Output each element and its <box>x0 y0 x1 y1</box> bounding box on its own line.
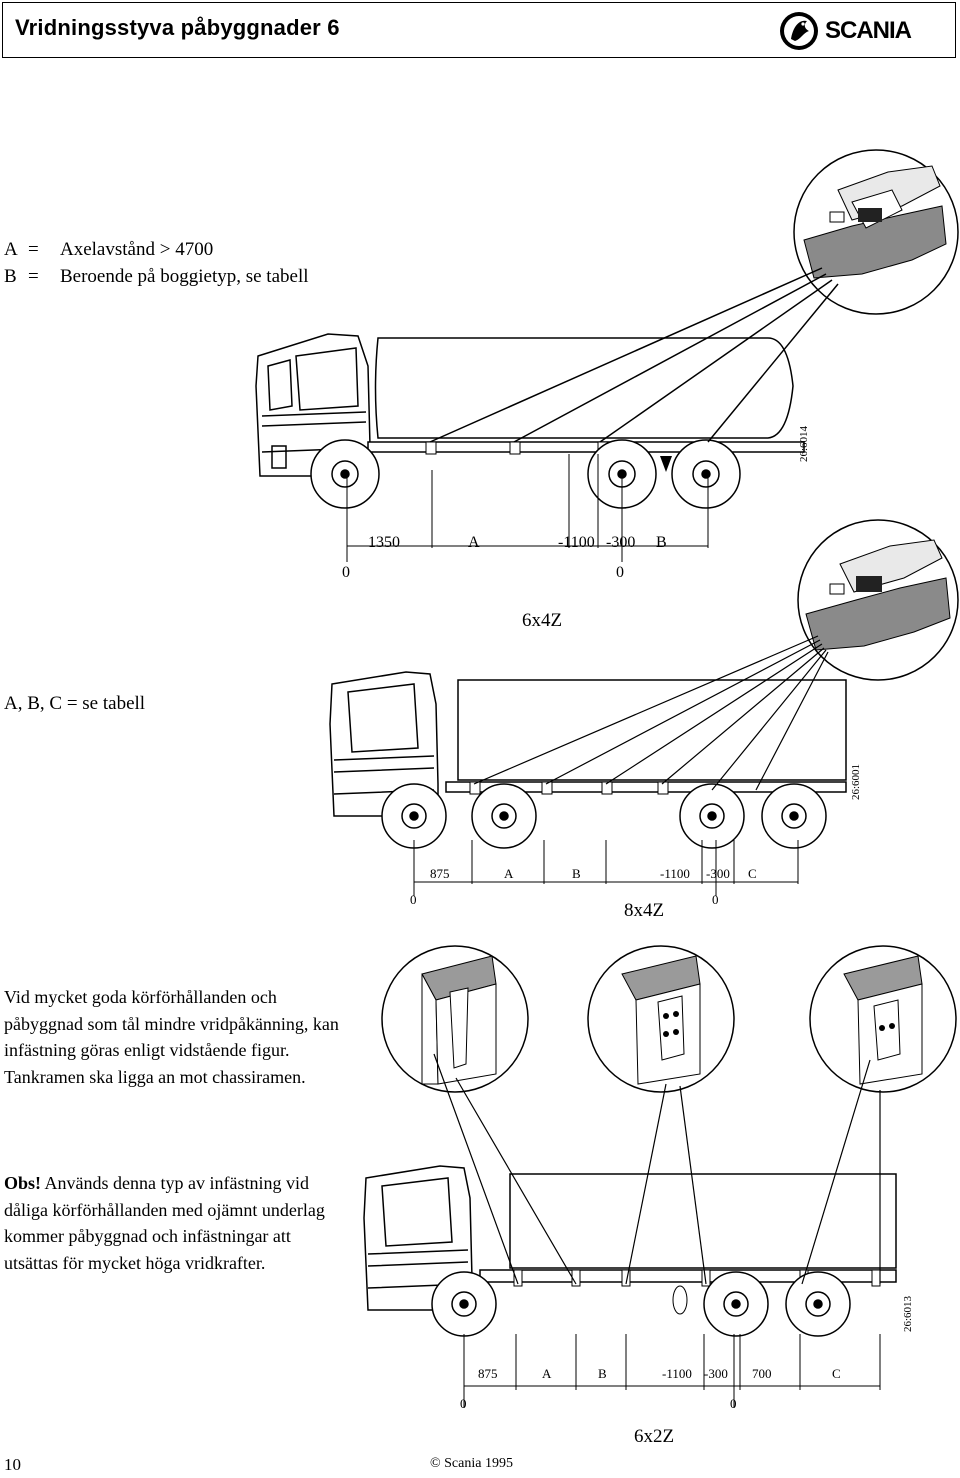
dimension-zero: 0 <box>712 892 719 907</box>
page-header: Vridningsstyva påbyggnader 6 SCANIA <box>2 2 956 58</box>
dimension-label: A <box>504 866 514 881</box>
dimension-zero: 0 <box>460 1396 467 1411</box>
obs-text: Används denna typ av infästning vid dåli… <box>4 1173 325 1273</box>
legend-section-2: A, B, C = se tabell <box>4 693 146 714</box>
truck-6x4z-illustration <box>255 333 805 509</box>
mount-detail-circle-3c <box>809 945 957 1093</box>
dimension-label: -1100 <box>660 866 690 881</box>
dimension-zero: 0 <box>730 1396 737 1411</box>
legend-key: B <box>4 266 17 287</box>
legend-text: Axelavstånd > 4700 <box>60 239 214 260</box>
obs-paragraph: Obs! Används denna typ av infästning vid… <box>4 1170 349 1276</box>
dimension-label: 875 <box>478 1366 498 1381</box>
dimension-label: -300 <box>704 1366 728 1381</box>
truck-model-label: 8x4Z <box>624 900 665 921</box>
body-paragraph: Vid mycket goda körförhållanden och påby… <box>4 987 339 1087</box>
dimension-label: -1100 <box>558 534 595 551</box>
legend-equals: = <box>28 266 39 287</box>
legend-text: Beroende på boggietyp, se tabell <box>60 266 309 287</box>
dimension-label: -300 <box>606 534 636 551</box>
dimension-label: B <box>656 534 667 551</box>
truck-8x4z-illustration <box>329 671 847 849</box>
dimension-label: A <box>468 534 480 551</box>
dimension-zero: 0 <box>410 892 417 907</box>
dimension-label: B <box>572 866 581 881</box>
dimension-label: C <box>748 866 757 881</box>
mount-detail-circle-2 <box>797 519 959 681</box>
griffin-emblem-icon <box>780 12 818 50</box>
legend-row: A = Axelavstånd > 4700 <box>4 236 309 263</box>
truck-model-label: 6x4Z <box>522 610 563 631</box>
mount-detail-circle-3b <box>587 945 735 1093</box>
dimension-label: -300 <box>706 866 730 881</box>
legend-row: B = Beroende på boggietyp, se tabell <box>4 263 309 290</box>
dimension-label: -1100 <box>662 1366 692 1381</box>
scania-logo: SCANIA <box>779 9 912 53</box>
obs-label: Obs! <box>4 1173 42 1193</box>
figure-id: 26:6013 <box>902 1295 914 1332</box>
dimension-label: 700 <box>752 1366 772 1381</box>
mount-detail-circle-1 <box>793 149 959 315</box>
legend-section-1: A = Axelavstånd > 4700 B = Beroende på b… <box>4 236 309 290</box>
copyright-notice: © Scania 1995 <box>430 1456 513 1471</box>
dimension-label: A <box>542 1366 552 1381</box>
truck-model-label: 6x2Z <box>634 1426 675 1447</box>
dimension-label: C <box>832 1366 841 1381</box>
page-title: Vridningsstyva påbyggnader 6 <box>15 15 340 40</box>
legend-equals: = <box>28 239 39 260</box>
dimension-zero: 0 <box>342 564 350 581</box>
page-number: 10 <box>4 1455 21 1474</box>
dimension-label: 875 <box>430 866 450 881</box>
truck-6x2z-illustration <box>363 1165 897 1337</box>
mount-detail-circle-3a <box>381 945 529 1093</box>
dimension-zero: 0 <box>616 564 624 581</box>
logo-wordmark: SCANIA <box>825 17 912 44</box>
dimension-label: 1350 <box>368 534 400 551</box>
legend-key: A <box>4 239 18 260</box>
dimension-label: B <box>598 1366 607 1381</box>
